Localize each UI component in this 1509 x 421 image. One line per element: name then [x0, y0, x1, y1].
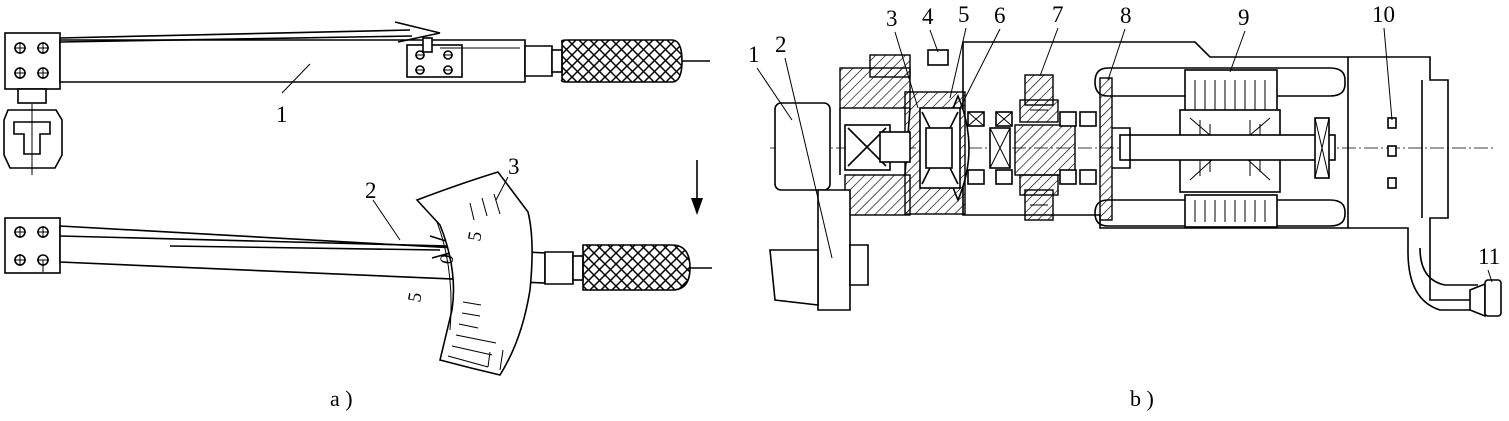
socket-neck [17, 88, 47, 104]
socket [3, 109, 63, 169]
pointer-rod [59, 29, 411, 39]
figure-b: 1 2 3 4 5 6 7 8 9 10 11 b ) [748, 2, 1502, 411]
callout-leader-a3 [495, 176, 509, 201]
part-11-connector [1469, 282, 1486, 318]
wrench-head-block-b [4, 217, 61, 274]
callout-b11: 11 [1478, 244, 1500, 269]
knurled-grip-bottom [582, 244, 691, 291]
figure-a: 1 5 0 5 [3, 21, 712, 411]
housing-outline [963, 41, 1470, 301]
callout-leader-a2 [372, 199, 401, 241]
pointer-rod-b [59, 235, 449, 247]
callout-b9: 9 [1238, 5, 1250, 30]
scale-label-zero: 0 [436, 253, 458, 266]
knurled-grip-top [560, 39, 683, 83]
callout-b10: 10 [1372, 2, 1395, 27]
callout-a1: 1 [276, 102, 288, 127]
callout-b4: 4 [922, 4, 934, 29]
bottom-wrench: 5 0 5 2 3 [4, 154, 712, 376]
callout-a2: 2 [365, 178, 377, 203]
callout-a3: 3 [508, 154, 520, 179]
scale-label-top: 5 [464, 230, 486, 243]
callout-b1: 1 [748, 42, 760, 67]
caption-b: b ) [1130, 386, 1154, 411]
part-2-reaction-arm [817, 189, 851, 311]
callout-leader-a1 [281, 63, 311, 94]
callout-b3: 3 [886, 6, 898, 31]
scale-label-bottom: 5 [404, 291, 426, 304]
caption-a: a ) [330, 386, 353, 411]
callout-b2: 2 [775, 32, 787, 57]
part-1-socket [774, 102, 831, 191]
callout-b6: 6 [994, 3, 1006, 28]
planet-carrier [1014, 124, 1076, 176]
load-direction-arrow [691, 160, 703, 215]
top-wrench: 1 [3, 21, 710, 175]
bearings [967, 111, 1097, 185]
gear-8 [1099, 77, 1113, 221]
callout-b5: 5 [958, 2, 970, 27]
motor-stator-bottom [1184, 194, 1278, 228]
dial-scale-plate [415, 171, 533, 376]
callouts-b: 1 2 3 4 5 6 7 8 9 10 11 [748, 2, 1500, 283]
callout-b8: 8 [1120, 3, 1132, 28]
part-4-screw [927, 49, 949, 66]
callout-b7: 7 [1052, 2, 1064, 27]
wrench-head-block [4, 32, 61, 90]
